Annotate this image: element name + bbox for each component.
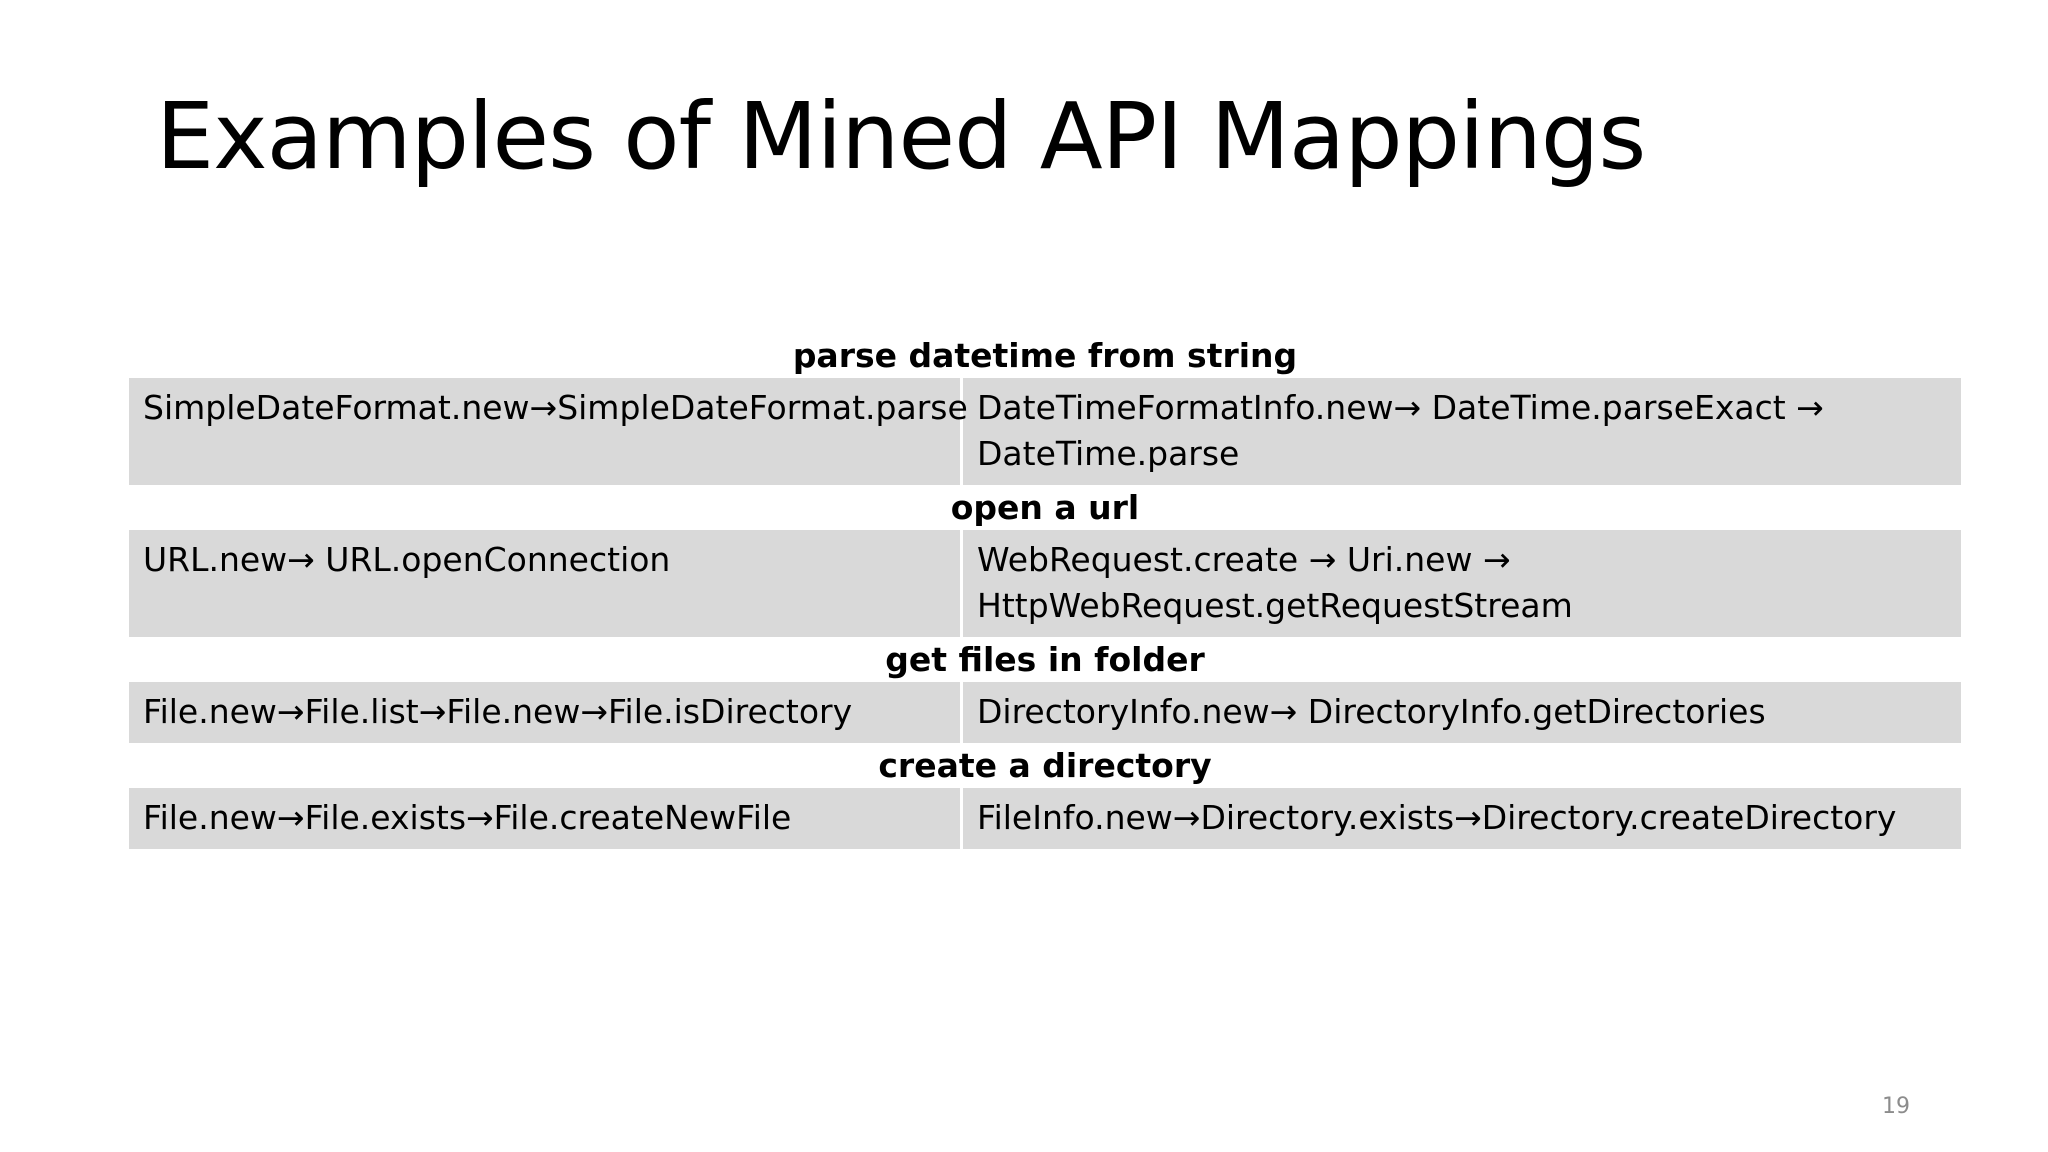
java-api-sequence: URL.new→ URL.openConnection: [129, 530, 963, 637]
group-heading: parse datetime from string: [792, 336, 1298, 375]
csharp-api-sequence: DateTimeFormatInfo.new→ DateTime.parseEx…: [977, 388, 1824, 473]
mapping-row: File.new→File.list→File.new→File.isDirec…: [129, 682, 1961, 743]
mapping-row: File.new→File.exists→File.createNewFile …: [129, 788, 1961, 849]
group-heading: get files in folder: [885, 640, 1205, 679]
group-heading: open a url: [950, 488, 1140, 527]
api-mapping-table: parse datetime from string SimpleDateFor…: [129, 335, 1961, 849]
csharp-api-sequence: WebRequest.create → Uri.new → HttpWebReq…: [977, 540, 1573, 625]
mapping-row: SimpleDateFormat.new→SimpleDateFormat.pa…: [129, 378, 1961, 485]
group-heading: create a directory: [878, 746, 1212, 785]
csharp-api-sequence: DirectoryInfo.new→ DirectoryInfo.getDire…: [977, 692, 1766, 731]
java-api-sequence: SimpleDateFormat.new→SimpleDateFormat.pa…: [129, 378, 968, 485]
csharp-api-sequence: FileInfo.new→Directory.exists→Directory.…: [977, 798, 1897, 837]
java-api-sequence: File.new→File.list→File.new→File.isDirec…: [129, 682, 963, 743]
page-number: 19: [1882, 1094, 1910, 1119]
slide-title: Examples of Mined API Mappings: [156, 83, 1646, 190]
mapping-row: URL.new→ URL.openConnection WebRequest.c…: [129, 530, 1961, 637]
java-api-sequence: File.new→File.exists→File.createNewFile: [129, 788, 963, 849]
